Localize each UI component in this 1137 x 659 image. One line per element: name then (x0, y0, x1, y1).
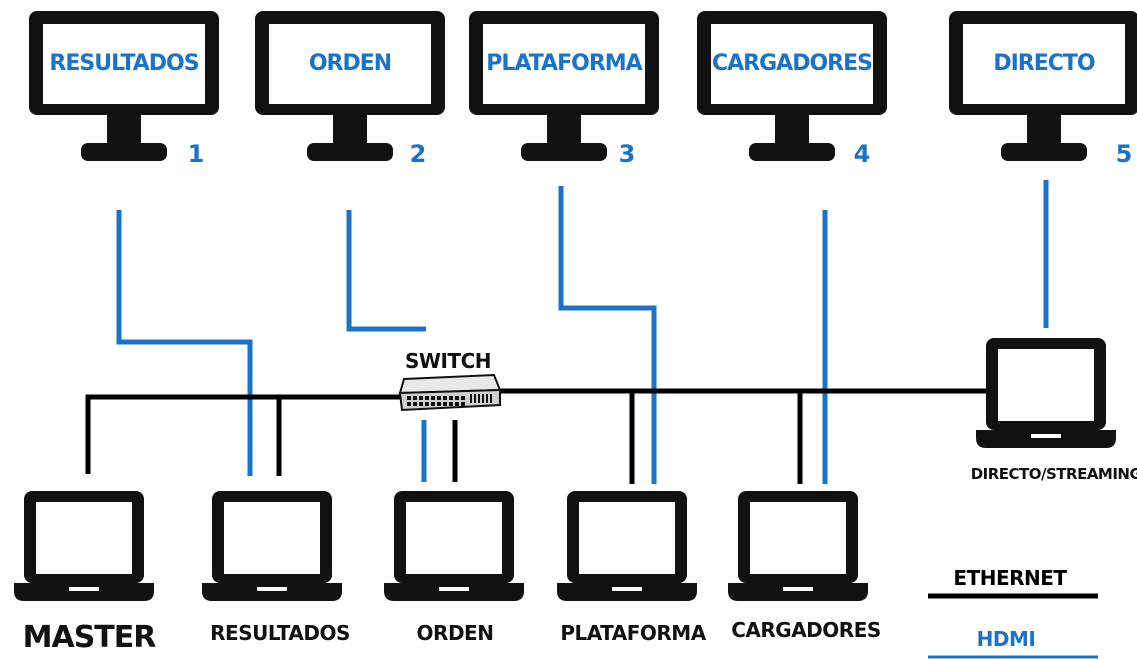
hdmi-cable-1 (116, 210, 253, 476)
laptop-icon (384, 491, 524, 601)
legend: ETHERNET HDMI (928, 566, 1098, 659)
laptop-resultados: RESULTADOS (202, 491, 350, 645)
monitor-number: 2 (410, 140, 427, 168)
laptop-icon (976, 338, 1116, 448)
hdmi-cable-2 (346, 210, 426, 332)
laptop-label: CARGADORES (731, 618, 881, 642)
monitor-number: 4 (854, 140, 871, 168)
ethernet-cable-master (85, 394, 400, 474)
monitor-2: ORDEN 2 (255, 11, 445, 168)
monitor-4: CARGADORES 4 (697, 11, 887, 168)
monitor-label: PLATAFORMA (486, 51, 642, 76)
network-switch: SWITCH (398, 349, 502, 412)
laptop-label: RESULTADOS (210, 621, 350, 645)
legend-hdmi-label: HDMI (977, 627, 1036, 651)
laptop-label: PLATAFORMA (560, 621, 706, 645)
monitor-number: 3 (619, 140, 636, 168)
laptop-directo-streaming: DIRECTO/STREAMING (971, 338, 1137, 483)
laptop-icon (728, 491, 868, 601)
monitor-icon (469, 11, 659, 161)
monitor-icon (255, 11, 445, 161)
legend-ethernet-label: ETHERNET (953, 566, 1067, 590)
monitor-label: RESULTADOS (49, 51, 198, 76)
laptop-icon (202, 491, 342, 601)
laptop-icon (557, 491, 697, 601)
monitor-icon (949, 11, 1137, 161)
laptop-label: ORDEN (417, 621, 494, 645)
monitor-icon (697, 11, 887, 161)
monitor-label: ORDEN (309, 51, 391, 76)
laptop-icon (14, 491, 154, 601)
laptop-label: MASTER (23, 620, 157, 655)
monitor-label: DIRECTO (993, 51, 1095, 76)
monitor-1: RESULTADOS 1 (29, 11, 219, 168)
laptop-cargadores: CARGADORES (728, 491, 881, 642)
hdmi-cable-3 (558, 186, 657, 484)
laptop-orden: ORDEN (384, 491, 524, 645)
monitor-number: 5 (1116, 140, 1133, 168)
laptop-label: DIRECTO/STREAMING (971, 465, 1137, 483)
switch-label: SWITCH (405, 349, 491, 373)
monitor-icon (29, 11, 219, 161)
monitor-label: CARGADORES (712, 51, 872, 76)
monitor-3: PLATAFORMA 3 (469, 11, 659, 168)
monitor-number: 1 (188, 140, 205, 168)
laptop-master: MASTER (14, 491, 157, 655)
monitor-5: DIRECTO 5 (949, 11, 1137, 168)
switch-icon (398, 373, 502, 412)
laptop-plataforma: PLATAFORMA (557, 491, 707, 645)
